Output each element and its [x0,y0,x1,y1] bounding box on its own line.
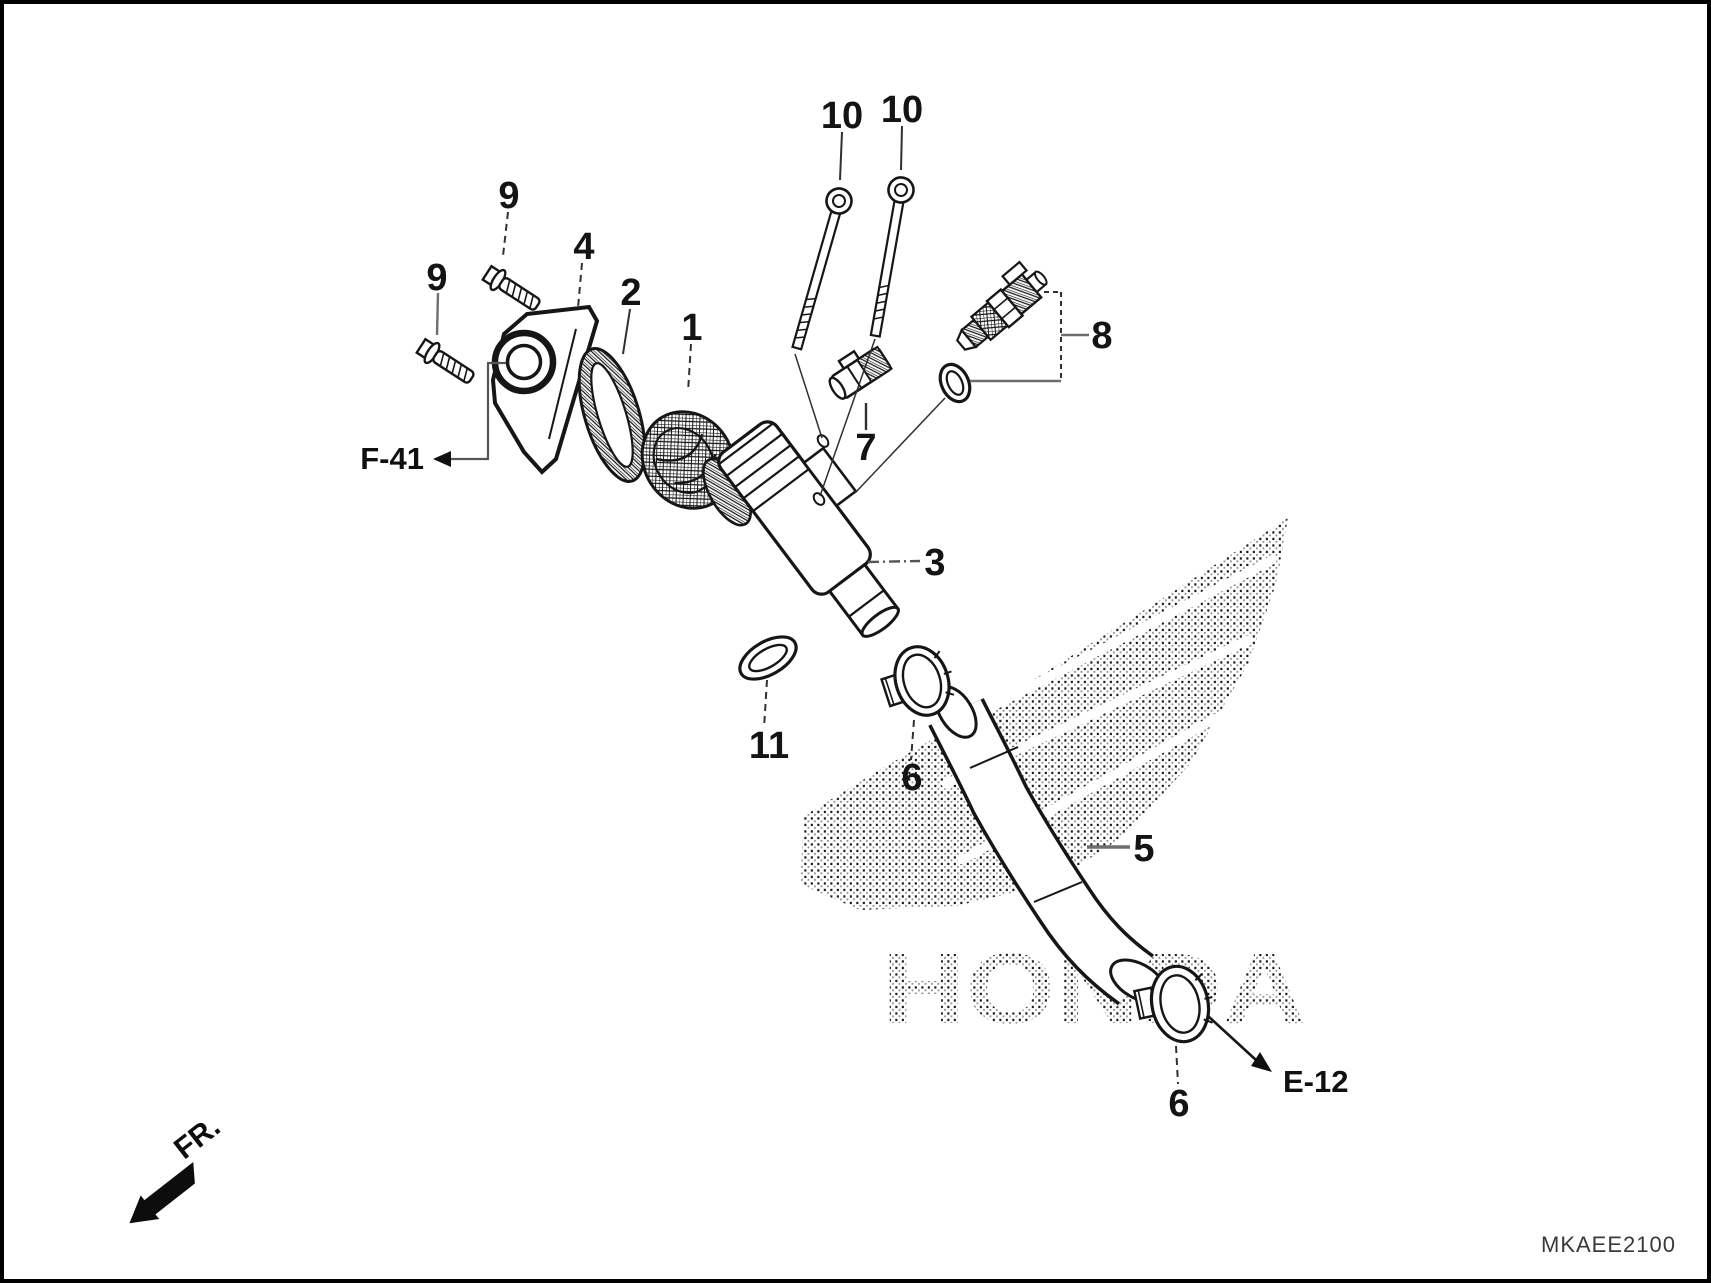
f41-arrowhead-icon [433,451,451,467]
part-6-clamp-lower-drawing [1132,964,1213,1044]
callout-8[interactable]: 8 [1091,315,1112,357]
callout-6-lower[interactable]: 6 [1168,1083,1189,1125]
callout-2[interactable]: 2 [620,272,641,314]
callout-9-left[interactable]: 9 [426,257,447,299]
part-2-gasket-drawing [577,347,647,483]
part-9-bolt-upper-drawing [481,264,541,311]
part-1-thermostat-drawing [640,410,752,527]
leader-lines [435,125,1179,1085]
fr-arrow-icon [129,1161,195,1224]
e12-leader [1207,1015,1272,1072]
part-10-bolt-right-drawing [869,176,915,338]
part-4-cover-drawing [490,304,600,475]
fr-direction-indicator: FR. [129,1110,226,1224]
part-11-o-ring-drawing [738,635,798,681]
part-7-joint-drawing [828,345,893,400]
part-6-clamp-upper-drawing [880,645,955,717]
ref-label-e12[interactable]: E-12 [1283,1064,1348,1099]
part-3-housing-drawing [717,420,900,638]
callout-9-top[interactable]: 9 [498,175,519,217]
f41-leader [433,361,506,467]
callout-4[interactable]: 4 [573,226,594,268]
diagram-code: MKAEE2100 [1541,1232,1676,1257]
callout-5[interactable]: 5 [1133,828,1154,870]
callout-10-left[interactable]: 10 [821,95,863,137]
part-8-sensor-drawing [955,260,1048,351]
part-5-hose-drawing [928,685,1167,1006]
fr-direction-label: FR. [168,1110,226,1166]
part-8-o-ring-drawing [938,362,972,404]
callout-1[interactable]: 1 [681,307,702,349]
callout-6-upper[interactable]: 6 [901,757,922,799]
part-10-bolt-left-drawing [791,187,853,351]
callout-10-right[interactable]: 10 [881,89,923,131]
callout-3[interactable]: 3 [924,542,945,584]
ref-label-f41[interactable]: F-41 [360,441,424,476]
exploded-parts-drawing: HONDA [129,89,1676,1257]
e12-arrowhead-icon [1251,1052,1272,1072]
part-9-bolt-left-drawing [415,337,475,384]
callout-7[interactable]: 7 [855,427,876,469]
callout-11[interactable]: 11 [749,725,789,767]
